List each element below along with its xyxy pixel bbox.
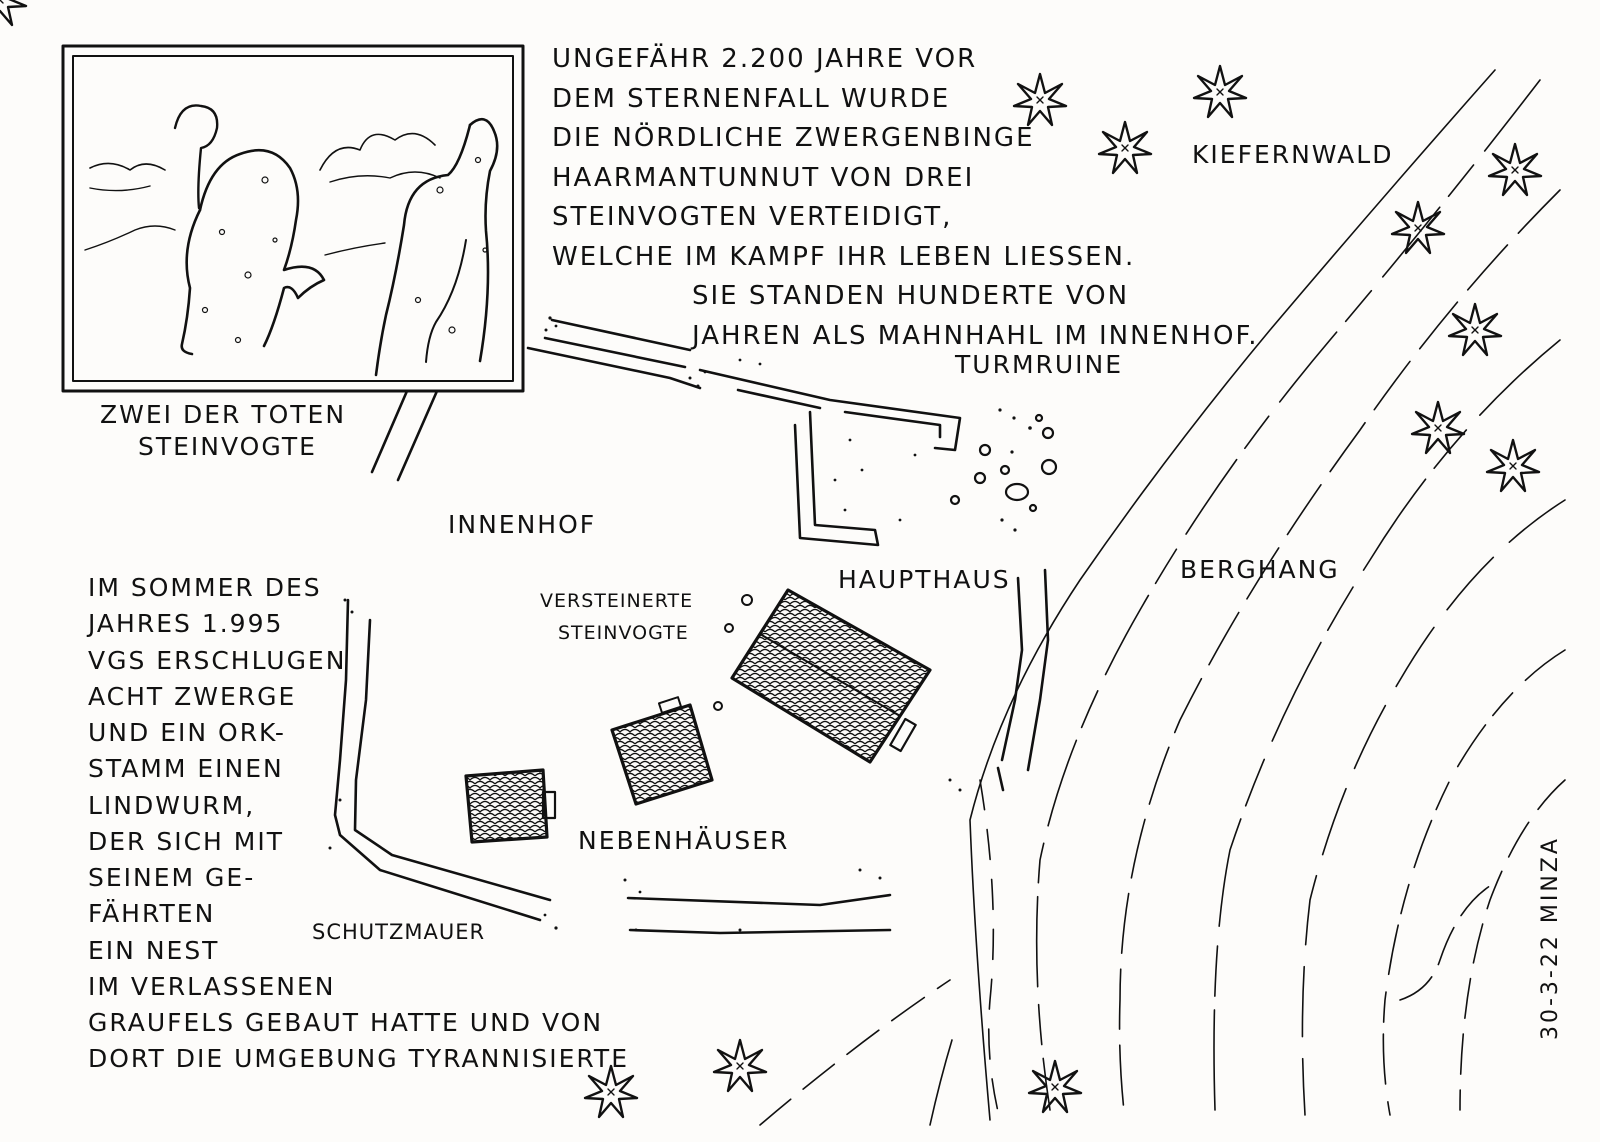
story-line: JAHRES 1.995 <box>88 609 284 639</box>
story-line: IM SOMMER DES <box>88 573 322 602</box>
intro-line: SIE STANDEN HUNDERTE VON <box>692 281 1130 312</box>
story-line: ACHT ZWERGE <box>88 681 297 711</box>
pine-tree-icon <box>1410 400 1466 455</box>
label-kiefernwald: KIEFERNWALD <box>1192 140 1394 169</box>
inset-frame <box>61 44 525 482</box>
pine-tree-icon <box>1192 64 1248 119</box>
inset-caption: ZWEI DER TOTEN <box>100 400 347 429</box>
story-line: UND EIN ORK- <box>88 718 286 747</box>
story-line: LINDWURM, <box>88 790 256 820</box>
east-wall <box>996 568 1050 792</box>
pine-tree-icon <box>1485 438 1541 493</box>
label-berghang: BERGHANG <box>1180 555 1340 584</box>
intro-line: HAARMANTUNNUT VON DREI <box>552 162 975 193</box>
pine-tree-icon <box>0 0 28 27</box>
schutzmauer <box>333 598 892 935</box>
rubble-stone <box>949 413 1058 513</box>
statue-figure <box>713 594 753 711</box>
inset-caption: STEINVOGTE <box>138 432 317 461</box>
story-line: FÄHRTEN <box>88 899 216 929</box>
label-schutzmauer: SCHUTZMAUER <box>312 920 486 944</box>
pine-tree-icon <box>1447 302 1503 357</box>
stippled-edges <box>544 316 1032 532</box>
pine-tree-icon <box>1027 1059 1083 1114</box>
intro-line: UNGEFÄHR 2.200 JAHRE VOR <box>552 44 978 74</box>
story-line: VGS ERSCHLUGEN <box>88 645 347 675</box>
label-versteinerte: VERSTEINERTE <box>540 590 694 612</box>
nebenhaus-building <box>610 696 714 806</box>
story-line: EIN NEST <box>88 935 220 965</box>
nebenhaus-building <box>464 768 557 844</box>
intro-line: STEINVOGTEN VERTEIDIGT, <box>552 202 953 233</box>
story-text: IM SOMMER DES JAHRES 1.995 VGS ERSCHLUGE… <box>88 570 629 1078</box>
story-line: DER SICH MIT <box>88 826 285 856</box>
label-innenhof: INNENHOF <box>448 510 597 539</box>
story-line: GRAUFELS GEBAUT HATTE UND VON <box>88 1008 604 1037</box>
story-line: STAMM EINEN <box>88 754 284 784</box>
pine-tree-icon <box>712 1038 768 1093</box>
haupthaus-building <box>730 588 932 764</box>
label-versteinerte: STEINVOGTE <box>558 622 689 644</box>
story-line: SEINEM GE- <box>88 863 256 892</box>
label-haupthaus: HAUPTHAUS <box>838 565 1011 594</box>
label-turmruine: TURMRUINE <box>955 350 1124 379</box>
stippled-edges <box>328 598 962 932</box>
north-wall <box>526 318 962 547</box>
pine-tree-icon <box>1390 200 1446 255</box>
intro-text: UNGEFÄHR 2.200 JAHRE VOR DEM STERNENFALL… <box>552 40 1257 356</box>
intro-line: DIE NÖRDLICHE ZWERGENBINGE <box>552 123 1035 154</box>
label-nebenhaeuser: NEBENHÄUSER <box>578 826 790 855</box>
pine-tree-icon <box>1487 142 1543 197</box>
intro-line: WELCHE IM KAMPF IHR LEBEN LIESSEN. <box>552 241 1136 272</box>
intro-line: JAHREN ALS MAHNHAHL IM INNENHOF. <box>692 320 1259 351</box>
story-line: DORT DIE UMGEBUNG TYRANNISIERTE <box>88 1044 630 1074</box>
intro-line: DEM STERNENFALL WURDE <box>552 83 951 114</box>
story-line: IM VERLASSENEN <box>88 971 336 1001</box>
artist-signature: 30-3-22 MINZA <box>1538 836 1563 1040</box>
